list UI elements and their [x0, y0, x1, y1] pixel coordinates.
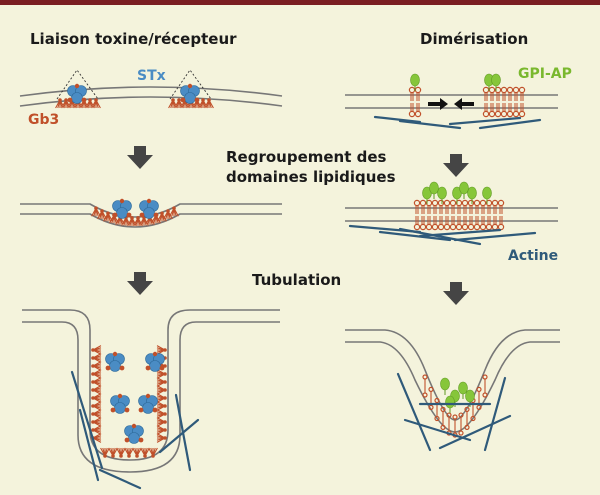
- arrow-down-icon: [443, 282, 469, 305]
- stx-toxin: [110, 393, 130, 414]
- gpi-ap-label: GPI-AP: [518, 66, 572, 82]
- actine-label: Actine: [508, 248, 558, 264]
- left-panel-clustering: [20, 198, 282, 228]
- right-panel-dimerisation: [345, 73, 558, 130]
- middle-label-line1: Regroupement des: [226, 148, 387, 166]
- stx-toxin: [67, 83, 87, 104]
- arrow-down-icon: [127, 272, 153, 295]
- stx-toxin: [105, 351, 125, 372]
- gb3-label: Gb3: [28, 112, 59, 128]
- stx-toxin: [139, 198, 159, 219]
- gpi-ap-protein: [491, 73, 501, 92]
- stx-toxin: [180, 83, 200, 104]
- stx-toxin: [138, 393, 158, 414]
- tubulation-label: Tubulation: [252, 271, 341, 289]
- right-panel-clustering: [345, 181, 558, 246]
- middle-label-line2: domaines lipidiques: [226, 168, 396, 186]
- stx-toxin: [145, 351, 165, 372]
- left-title: Liaison toxine/récepteur: [30, 30, 237, 48]
- right-title: Dimérisation: [420, 30, 528, 48]
- stx-label: STx: [137, 68, 166, 84]
- right-panel-invagination: [345, 329, 560, 452]
- left-panel-tubulation: [22, 309, 280, 490]
- left-panel-binding: [19, 69, 283, 109]
- stx-toxin: [112, 198, 132, 219]
- gpi-ap-protein: [440, 377, 450, 396]
- arrow-down-icon: [443, 154, 469, 177]
- stx-toxin: [124, 423, 144, 444]
- top-bar: [0, 0, 600, 5]
- gpi-ap-protein: [482, 186, 492, 205]
- gpi-ap-protein: [410, 73, 420, 92]
- arrow-down-icon: [127, 146, 153, 169]
